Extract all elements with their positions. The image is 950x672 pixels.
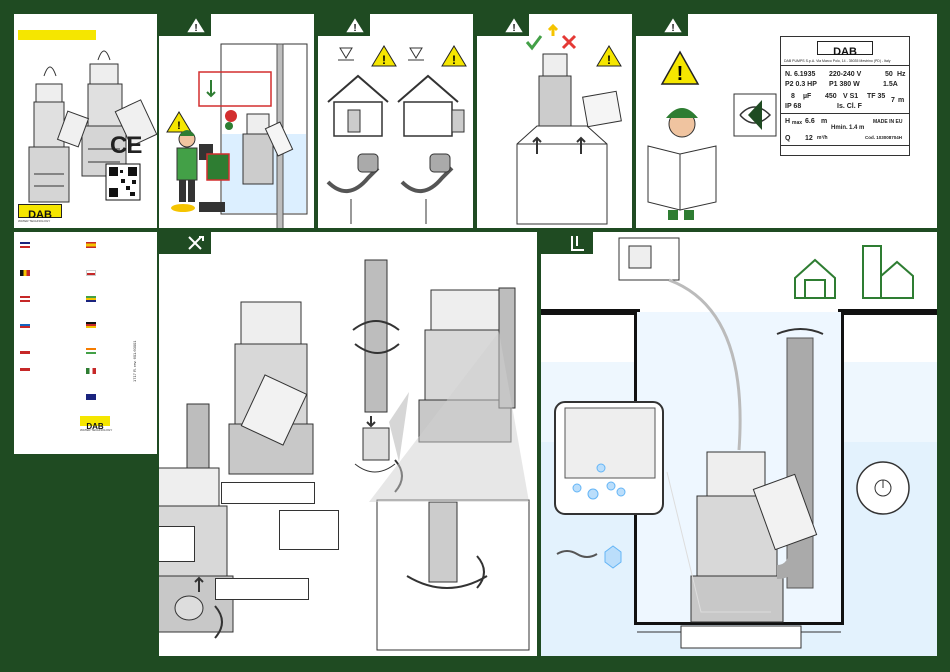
plate-q-val: 12 [805,135,813,142]
tools-icon [188,236,204,250]
flag-icon [20,242,30,248]
dab-logo: DAB [18,204,62,221]
plate-model: N. 6.1935 [785,71,816,78]
plate-ip: IP 68 [785,103,802,110]
install-icon [571,236,584,251]
section-tab: ! [477,14,529,36]
svg-text:!: ! [607,53,611,67]
plate-cap: 8 [791,93,795,100]
svg-text:!: ! [382,53,386,67]
plate-depth-unit: m [898,97,905,104]
dab-logo-text: DAB [86,422,104,431]
svg-text:!: ! [671,23,674,34]
dab-tagline: WATER TECHNOLOGY [18,219,51,223]
flag-icon [20,296,30,302]
section-tab: ! [318,14,370,36]
plate-cap-unit: µF [803,93,812,100]
pump-illustration [28,50,157,203]
plate-maker: DAB PUMPS S.p.A. Via Marco Polo, 14 - 35… [784,59,891,63]
svg-text:!: ! [177,120,181,132]
plate-hmin-unit: m [859,125,865,131]
flag-icon [20,368,30,374]
flag-icon [86,296,96,302]
flag-icon [86,394,96,400]
warning-triangle-icon: ! [662,16,684,34]
plate-hmin-label: Hmin. [831,125,848,131]
plate-freq: 50 [885,71,893,78]
callout-box [159,526,195,562]
svg-text:!: ! [452,53,456,67]
plate-depth: 7 [891,97,895,104]
svg-text:!: ! [512,23,515,34]
document-code: 1717 R. rev. 601.60001 [132,340,137,382]
plate-rule-2 [781,113,909,114]
plate-p2: P2 0.3 HP [785,81,817,88]
installation-panel [541,232,937,656]
warning-triangle-icon: ! [185,16,207,34]
plate-made-in: MADE IN EU [873,119,903,125]
plate-logo-text: DAB [833,46,857,58]
plate-hmin-val: 1.4 [849,125,858,131]
flag-icon [20,270,30,276]
warning-triangle-icon: ! [344,16,366,34]
section-tab [159,232,211,254]
flag-icon [86,368,96,374]
reading-manual-illustration: ! [647,50,777,220]
yellow-stripe [18,30,96,40]
safety-panel-2: ! ! ! [318,14,473,228]
flag-icon [86,322,96,328]
plug-illustration: ! ! [326,45,467,224]
plate-rule-3 [781,145,909,146]
plate-p1: P1 380 W [829,81,860,88]
plate-code: Cod. 103008704H [865,135,903,140]
section-tab [541,232,593,254]
plate-cap-v: 450 [825,93,837,100]
callout-box [215,578,309,600]
plate-voltage: 220-240 V [829,71,862,78]
flag-icon [20,348,30,354]
flag-icon [86,270,96,276]
svg-text:!: ! [677,63,684,85]
plate-hmax-val: 6.6 [805,118,815,125]
plate-q-unit: m³/h [817,135,828,141]
plate-insulation: Is. Cl. F [837,103,862,110]
plate-hmax-unit: m [821,118,828,125]
plate-freq-unit: Hz [897,71,906,78]
flag-icon [86,242,96,248]
lifting-illustration: ! [516,23,622,225]
cover-panel: CE DAB WATER TECHNOLOGY [14,14,157,228]
svg-text:!: ! [353,23,356,34]
plate-tf: TF 35 [867,93,886,100]
languages-panel: DAB WATER TECHNOLOGY 1717 R. rev. 601.60… [14,232,157,454]
plate-q-label: Q [785,135,791,142]
nameplate-panel: ! ! DAB DAB PUMPS S.p.A. Via Marco Polo,… [636,14,937,228]
pit-illustration: ! [166,43,308,228]
plate-logo: DAB [817,41,873,58]
rating-plate: DAB DAB PUMPS S.p.A. Via Marco Polo, 14 … [780,36,910,156]
plate-current: 1.5A [883,81,898,88]
plate-duty: V S1 [843,93,859,100]
plate-rule-1 [781,65,909,66]
safety-panel-3: ! ! [477,14,632,228]
dab-tagline: WATER TECHNOLOGY [80,428,113,432]
flag-icon [86,348,96,354]
callout-box [279,510,339,550]
section-tab: ! [159,14,211,36]
dab-logo: DAB [80,416,110,431]
svg-text:!: ! [194,23,197,34]
assembly-illustration [159,259,530,651]
warning-triangle-icon: ! [503,16,525,34]
assembly-panel [159,232,537,656]
plate-hmax-label: H [785,118,791,125]
dab-logo-text: DAB [28,209,52,221]
section-tab: ! [636,14,688,36]
ce-mark: CE [110,132,142,159]
callout-box [221,482,315,504]
plate-hmax-sub: max [792,120,803,126]
installation-illustration [541,237,937,656]
safety-panel-1: ! ! [159,14,314,228]
flag-icon [20,322,30,328]
